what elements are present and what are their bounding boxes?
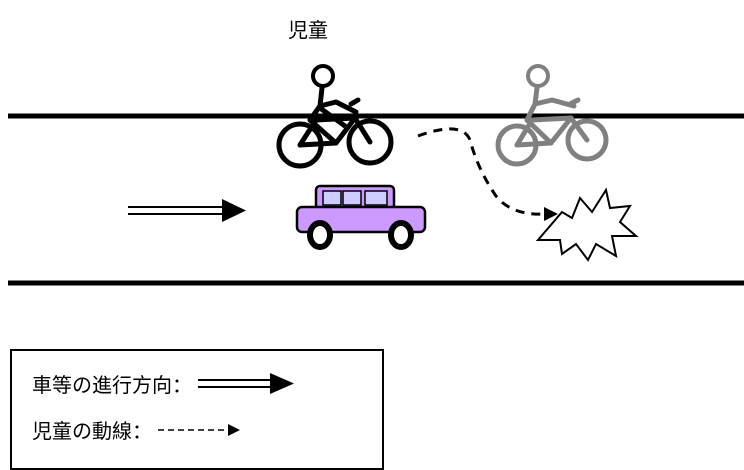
child-label: 児童 [288,18,328,42]
legend-box: 車等の進行方向： 児童の動線： [10,349,384,470]
legend-double-arrow-icon [198,372,294,394]
child-path-dashed [417,127,558,221]
legend-dashed-arrow-icon [158,423,240,436]
legend-child-path-label: 児童の動線： [32,419,152,443]
child-bicycle-ghost [495,64,609,167]
vehicle-direction-arrow [128,199,246,222]
legend-vehicle-direction-label: 車等の進行方向： [32,373,192,397]
car [295,184,427,250]
legend-child-path: 児童の動線： [32,415,242,444]
collision-burst [535,187,639,262]
child-bicycle [276,64,394,169]
legend-vehicle-direction: 車等の進行方向： [32,369,294,398]
